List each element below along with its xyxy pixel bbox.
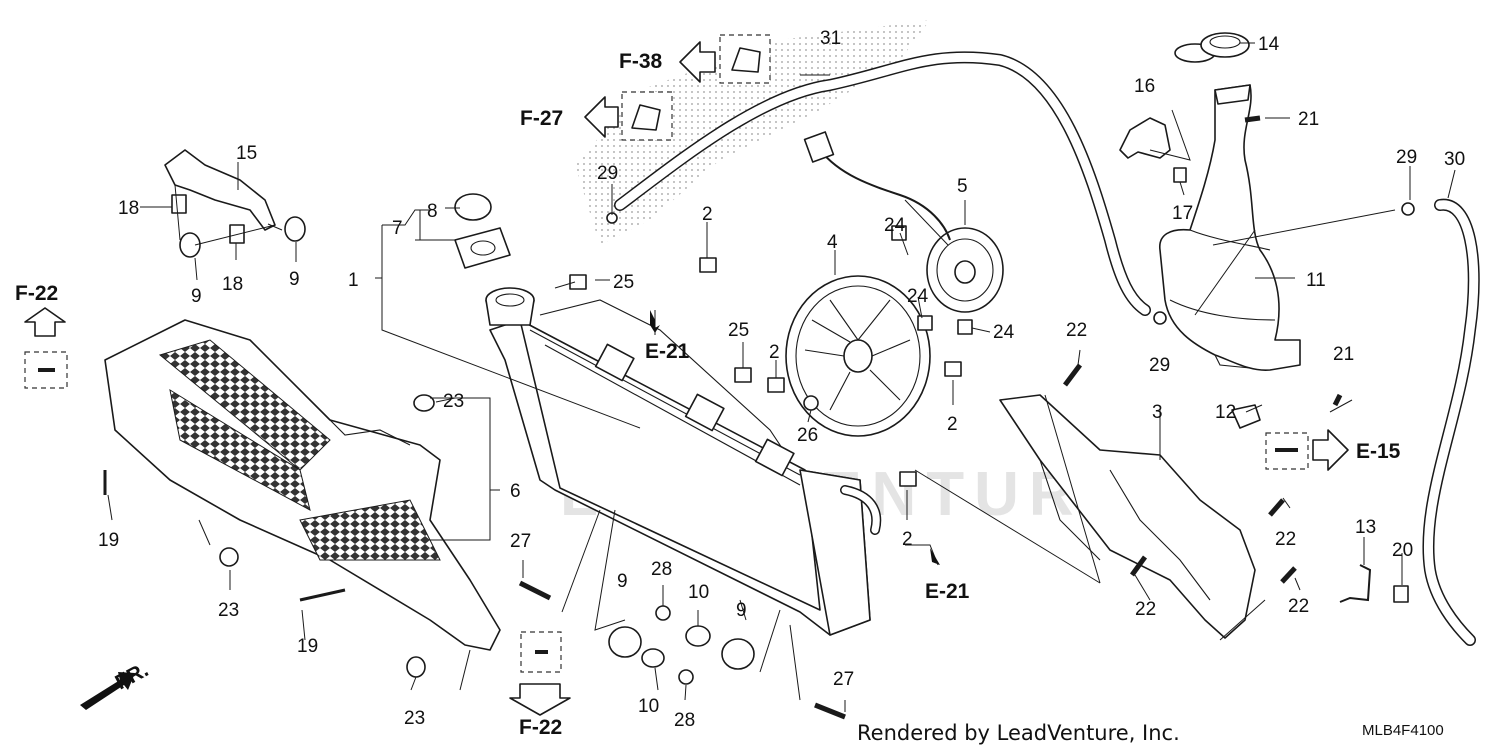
- callout-8: 8: [427, 201, 438, 222]
- callout-11: 11: [1306, 270, 1326, 291]
- callout-16: 16: [1134, 76, 1155, 97]
- callout-9c: 9: [617, 571, 628, 592]
- hose-30-inner: [1423, 200, 1479, 645]
- callout-30: 30: [1444, 149, 1465, 170]
- radiator-cap: [454, 193, 511, 269]
- callout-27b: 27: [833, 669, 854, 690]
- callout-21a: 21: [1298, 109, 1319, 130]
- callout-24b: 24: [907, 286, 929, 307]
- callout-15: 15: [236, 143, 257, 164]
- callout-22a: 22: [1066, 320, 1087, 341]
- ref-e21-lower: E-21: [925, 580, 970, 603]
- f22-up-arrow: [24, 307, 66, 337]
- callout-23c: 23: [404, 708, 425, 729]
- hose-31-inner: [615, 52, 1150, 315]
- ref-f22-left: F-22: [15, 282, 58, 305]
- callout-22c: 22: [1135, 599, 1156, 620]
- callout-19a: 19: [98, 530, 119, 551]
- callout-28b: 28: [674, 710, 695, 731]
- diagram-code: MLB4F4100: [1362, 722, 1444, 739]
- callout-28a: 28: [651, 559, 672, 580]
- callout-29b: 29: [1149, 355, 1170, 376]
- callout-13: 13: [1355, 517, 1376, 538]
- callout-1: 1: [348, 270, 359, 291]
- callout-25b: 25: [728, 320, 749, 341]
- callout-7: 7: [392, 218, 403, 239]
- cooling-fan: [785, 275, 931, 437]
- reference-markers: [24, 34, 1349, 716]
- callout-18b: 18: [222, 274, 243, 295]
- callout-9b: 9: [289, 269, 300, 290]
- callout-23a: 23: [443, 391, 464, 412]
- callout-4: 4: [827, 232, 838, 253]
- callout-18a: 18: [118, 198, 139, 219]
- callout-22d: 22: [1288, 596, 1309, 617]
- fan-shroud: [999, 394, 1256, 639]
- callout-21b: 21: [1333, 344, 1354, 365]
- bracket-15: [164, 149, 276, 231]
- callout-10a: 10: [688, 582, 709, 603]
- callout-9d: 9: [736, 600, 747, 621]
- callout-12: 12: [1215, 402, 1236, 423]
- callout-29c: 29: [1396, 147, 1417, 168]
- callout-14: 14: [1258, 34, 1280, 55]
- callout-2d: 2: [902, 529, 913, 550]
- radiator: [485, 287, 882, 636]
- callout-23b: 23: [218, 600, 239, 621]
- callout-2b: 2: [769, 342, 780, 363]
- callout-25a: 25: [613, 272, 634, 293]
- callout-26: 26: [797, 425, 818, 446]
- f27-arrow: [584, 96, 619, 138]
- f22-down-arrow: [509, 683, 571, 716]
- e15-arrow: [1312, 429, 1349, 471]
- callout-29a: 29: [597, 163, 618, 184]
- reference-labels: F-38 F-27 F-22 F-22 E-21 E-21 E-15 FR.: [15, 50, 1401, 739]
- callout-31: 31: [820, 28, 841, 49]
- credit-text: Rendered by LeadVenture, Inc.: [857, 721, 1180, 745]
- fan-connector: [803, 131, 835, 163]
- bracket-16: [1119, 117, 1171, 159]
- front-arrow: [80, 672, 135, 710]
- ref-f22-bottom: F-22: [519, 716, 562, 739]
- shaded-region: [575, 20, 930, 245]
- callout-27a: 27: [510, 531, 531, 552]
- callout-3: 3: [1152, 402, 1163, 423]
- ref-e21-upper: E-21: [645, 340, 690, 363]
- callout-labels: 1 2 2 2 2 3 4 5 6 7 8 9 9 9 9 10 10 11 1…: [98, 28, 1465, 731]
- ref-f38: F-38: [619, 50, 663, 73]
- callout-6: 6: [510, 481, 521, 502]
- callout-2c: 2: [947, 414, 958, 435]
- fan-motor: [926, 227, 1004, 313]
- f38-arrow: [679, 41, 716, 83]
- ref-f27: F-27: [520, 107, 563, 130]
- callout-10b: 10: [638, 696, 659, 717]
- ref-e15: E-15: [1356, 440, 1401, 463]
- reservoir-cap: [1174, 32, 1250, 63]
- callout-5: 5: [957, 176, 968, 197]
- radiator-grille: [104, 319, 501, 651]
- callout-2: 2: [702, 204, 713, 225]
- callout-22b: 22: [1275, 529, 1296, 550]
- callout-24c: 24: [993, 322, 1015, 343]
- fasteners: [103, 115, 1415, 720]
- callout-19b: 19: [297, 636, 318, 657]
- reservoir-tank: [1159, 84, 1301, 371]
- callout-9a: 9: [191, 286, 202, 307]
- callout-24a: 24: [884, 215, 906, 236]
- callout-17: 17: [1172, 203, 1193, 224]
- callout-20: 20: [1392, 540, 1413, 561]
